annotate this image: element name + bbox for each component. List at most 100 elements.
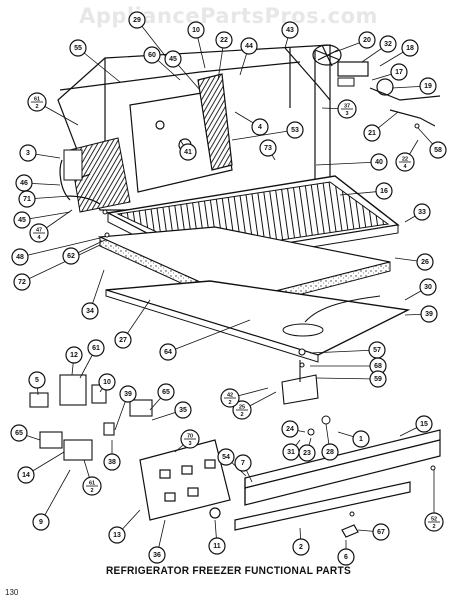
callout-57: 57 [368, 341, 386, 359]
callout-10: 10 [187, 21, 205, 39]
callout-circle [281, 420, 299, 438]
evaporator-coil [59, 137, 131, 213]
fraction-top: 25 [239, 405, 245, 411]
page-number: 130 [5, 588, 19, 597]
callout-61: 61 [87, 339, 105, 357]
callout-label: 14 [22, 472, 30, 479]
callout-21: 21 [363, 124, 381, 142]
fraction-top: 22 [402, 157, 408, 163]
callout-label: 59 [374, 376, 382, 383]
callout-circle [286, 121, 304, 139]
callout-label: 13 [113, 532, 121, 539]
callout-29: 29 [128, 11, 146, 29]
callout-34: 34 [81, 302, 99, 320]
callout-19: 19 [419, 77, 437, 95]
callout-35: 35 [174, 401, 192, 419]
callout-circle [234, 454, 252, 472]
callout-64: 64 [159, 343, 177, 361]
callout-17: 17 [390, 63, 408, 81]
fraction-top: 61 [89, 481, 95, 487]
callout-30: 30 [419, 278, 437, 296]
callout-39: 39 [119, 385, 137, 403]
callout-46: 46 [15, 174, 33, 192]
callout-39: 39 [420, 305, 438, 323]
callout-circle [298, 444, 316, 462]
callout-circle [217, 448, 235, 466]
callout-2: 2 [292, 538, 310, 556]
callout-circle [337, 548, 355, 566]
callout-label: 3 [26, 150, 30, 157]
callout-circle [375, 182, 393, 200]
fan-assembly [312, 44, 441, 127]
fraction-bottom: 2 [35, 104, 38, 110]
callout-label: 31 [287, 449, 295, 456]
callout-label: 19 [424, 83, 432, 90]
fraction-top: 47 [36, 228, 42, 234]
callout-label: 45 [18, 217, 26, 224]
control-bracket [281, 348, 319, 405]
callout-label: 62 [67, 253, 75, 260]
callout-circle [11, 248, 29, 266]
callout-33: 33 [413, 203, 431, 221]
callout-1: 1 [352, 430, 370, 448]
callout-circle [390, 63, 408, 81]
callout-43: 43 [281, 21, 299, 39]
front-trim-strip [234, 429, 441, 538]
callout-label: 10 [192, 27, 200, 34]
callout-circle [419, 278, 437, 296]
callout-circle [429, 141, 447, 159]
callout-label: 1 [359, 436, 363, 443]
leader-line [167, 319, 251, 353]
callout-20: 20 [358, 31, 376, 49]
leader-line [77, 47, 121, 83]
fraction-callout-42-2: 422 [220, 388, 240, 408]
callout-label: 9 [39, 519, 43, 526]
fraction-callout-52-2: 522 [424, 512, 444, 532]
callout-circle [62, 247, 80, 265]
callout-5: 5 [28, 371, 46, 389]
fraction-callout-61-2: 612 [27, 92, 47, 112]
callout-circle [87, 339, 105, 357]
callout-circle [416, 253, 434, 271]
callout-65: 65 [157, 383, 175, 401]
fraction-top: 61 [34, 97, 40, 103]
callout-60: 60 [143, 46, 161, 64]
callout-circle [413, 203, 431, 221]
fraction-callout-22-4: 224 [395, 152, 415, 172]
callout-circle [108, 526, 126, 544]
callout-circle [370, 153, 388, 171]
callout-3: 3 [19, 144, 37, 162]
callout-38: 38 [103, 453, 121, 471]
callout-label: 27 [119, 337, 127, 344]
callout-label: 60 [148, 52, 156, 59]
callout-label: 72 [18, 279, 26, 286]
watermark: AppliancePartsPros.com [79, 4, 378, 28]
diagram-caption: REFRIGERATOR FREEZER FUNCTIONAL PARTS [105, 565, 352, 577]
callout-circle [321, 443, 339, 461]
callout-45: 45 [164, 50, 182, 68]
callout-label: 43 [286, 27, 294, 34]
leader-line [40, 469, 71, 523]
callout-44: 44 [240, 37, 258, 55]
callout-59: 59 [369, 370, 387, 388]
callout-circle [157, 383, 175, 401]
callout-55: 55 [69, 39, 87, 57]
callout-27: 27 [114, 331, 132, 349]
leader-line [231, 129, 296, 141]
callout-label: 24 [286, 426, 294, 433]
callout-label: 12 [70, 352, 78, 359]
callout-23: 23 [298, 444, 316, 462]
callout-label: 10 [103, 379, 111, 386]
callout-circle [69, 39, 87, 57]
callout-9: 9 [32, 513, 50, 531]
callout-label: 34 [86, 308, 94, 315]
callout-26: 26 [416, 253, 434, 271]
callout-32: 32 [379, 35, 397, 53]
fraction-bottom: 3 [188, 441, 191, 447]
callout-label: 35 [179, 407, 187, 414]
callout-12: 12 [65, 346, 83, 364]
callout-7: 7 [234, 454, 252, 472]
callout-label: 26 [421, 259, 429, 266]
callout-circle [401, 39, 419, 57]
